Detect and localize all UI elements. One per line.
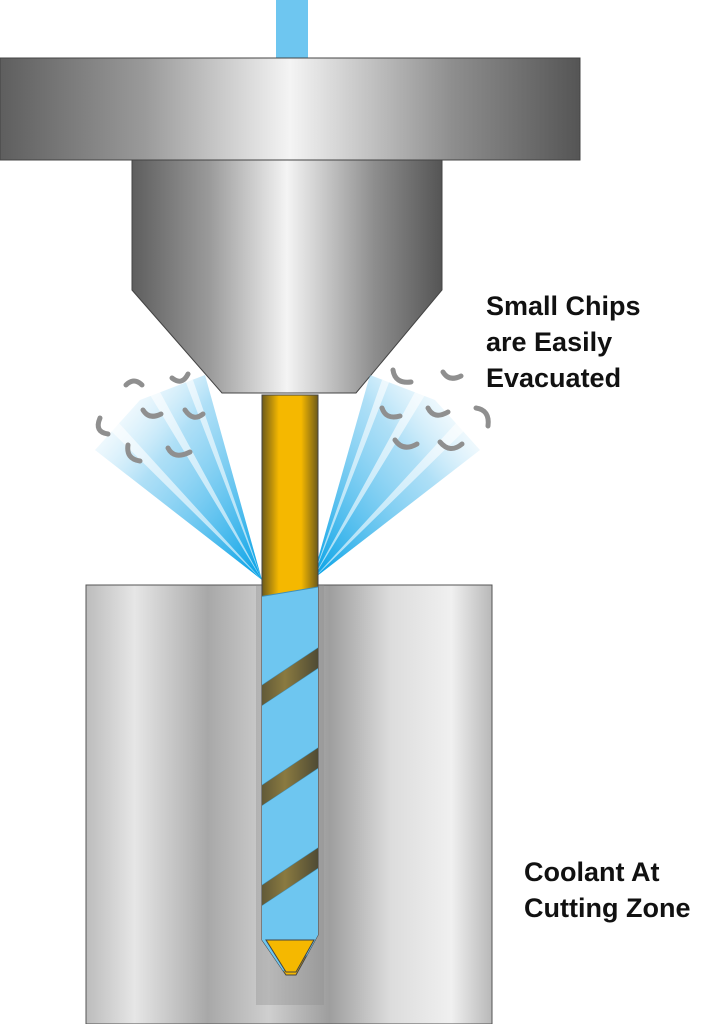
chips-left <box>95 371 206 464</box>
curled-chip-icon <box>182 407 206 420</box>
coolant-zone-label: Coolant At Cutting Zone <box>524 857 690 923</box>
coolant-label-line-1: Coolant At <box>524 857 659 887</box>
coolant-label-line-2: Cutting Zone <box>524 893 690 923</box>
curled-chip-icon <box>425 405 451 418</box>
curled-chip-icon <box>440 369 464 381</box>
curled-chip-icon <box>379 405 403 420</box>
chip-label-line-1: Small Chips <box>486 291 641 321</box>
chips-right <box>379 367 491 451</box>
curled-chip-icon <box>473 405 491 429</box>
curled-chip-icon <box>95 415 111 437</box>
curled-chip-icon <box>390 367 414 385</box>
coolant-spray-right <box>312 375 480 580</box>
drill-flute-coolant <box>262 584 318 975</box>
spindle-flange <box>0 57 581 161</box>
coolant-spray-left <box>95 375 262 580</box>
drill-bit <box>261 394 319 976</box>
curled-chip-icon <box>437 439 465 451</box>
curled-chip-icon <box>165 445 193 458</box>
coolant-supply-pipe <box>276 0 308 58</box>
tool-holder <box>131 159 443 394</box>
curled-chip-icon <box>123 378 145 388</box>
chip-label-line-3: Evacuated <box>486 363 621 393</box>
curled-chip-icon <box>169 371 191 384</box>
curled-chip-icon <box>392 437 420 450</box>
curled-chip-icon <box>125 442 143 464</box>
drill-tip <box>265 939 315 973</box>
chip-label-line-2: are Easily <box>486 327 612 357</box>
chip-evacuation-label: Small Chips are Easily Evacuated <box>486 291 641 393</box>
curled-chip-icon <box>140 407 164 419</box>
